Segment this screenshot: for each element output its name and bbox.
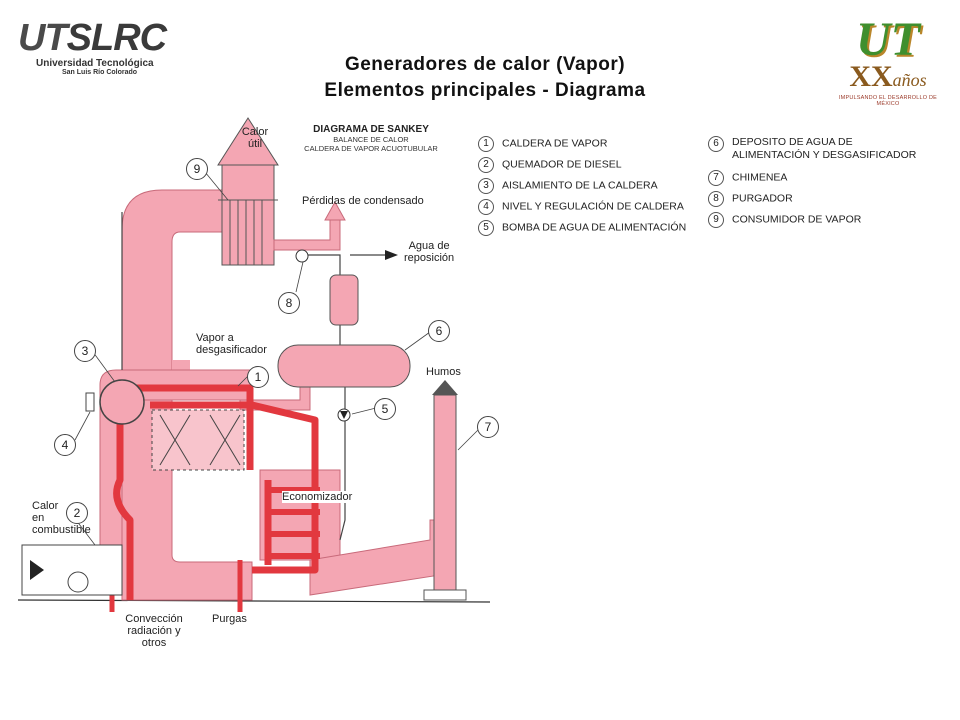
degasifier-tank xyxy=(277,344,411,388)
pump-arrow xyxy=(340,411,348,419)
callout-5: 5 xyxy=(374,398,396,420)
furnace-tube-crosses xyxy=(159,414,241,466)
boiler-drum xyxy=(99,379,145,425)
sankey-sub-1: BALANCE DE CALOR xyxy=(333,135,409,144)
utslrc-logo-university: Universidad Tecnológica xyxy=(36,58,154,69)
xx-anos-row: XXaños xyxy=(849,60,927,93)
sankey-sub-2: CALDERA DE VAPOR ACUOTUBULAR xyxy=(304,144,438,153)
makeup-water-arrow xyxy=(385,250,398,260)
furnace-tube-bank xyxy=(151,409,245,471)
label-calor-util: Calor útil xyxy=(241,126,269,150)
useful-heat-column xyxy=(221,164,275,266)
callout-2: 2 xyxy=(66,502,88,524)
label-perdidas-condensado: Pérdidas de condensado xyxy=(302,195,424,207)
ut-xx-anos-logo: UT XXaños IMPULSANDO EL DESARROLLO DE MÉ… xyxy=(828,16,948,108)
callout-9: 9 xyxy=(186,158,208,180)
callout-4: 4 xyxy=(54,434,76,456)
ut-logo-mark: UT xyxy=(856,13,920,66)
fuel-inlet-arrow xyxy=(30,560,44,580)
label-humos: Humos xyxy=(426,366,461,378)
callout-7: 7 xyxy=(477,416,499,438)
label-conveccion: Convección radiación y otros xyxy=(125,613,183,649)
condensate-loss-arrow xyxy=(324,200,346,221)
chimney-base xyxy=(423,589,467,601)
sankey-header: DIAGRAMA DE SANKEY BALANCE DE CALOR CALD… xyxy=(298,124,444,153)
humos-arrow xyxy=(432,380,458,395)
steam-trap xyxy=(295,249,309,263)
title-line-2: Elementos principales - Diagrama xyxy=(324,80,646,101)
chimney xyxy=(433,394,457,591)
level-regulator-box xyxy=(85,392,95,412)
page-title: Generadores de calor (Vapor) Elementos p… xyxy=(250,52,720,104)
sankey-heading: DIAGRAMA DE SANKEY xyxy=(313,124,429,135)
label-calor-combustible: Calor en combustible xyxy=(32,500,91,536)
condensate-loss-flow xyxy=(273,219,341,251)
steam-to-degasifier-flow xyxy=(172,360,190,372)
utslrc-logo: UTSLRC Universidad Tecnológica San Luis … xyxy=(18,18,208,88)
label-purgas: Purgas xyxy=(212,613,247,625)
economizer-coils xyxy=(268,487,320,559)
callout-1: 1 xyxy=(247,366,269,388)
burner-fan xyxy=(67,571,89,593)
callout-6: 6 xyxy=(428,320,450,342)
callout-3: 3 xyxy=(74,340,96,362)
makeup-water-tank xyxy=(329,274,359,326)
title-line-1: Generadores de calor (Vapor) xyxy=(344,54,626,75)
utslrc-logo-campus: San Luis Río Colorado xyxy=(62,69,138,76)
label-economizador: Economizador xyxy=(282,491,353,503)
utslrc-logo-mark: UTSLRC xyxy=(18,17,167,59)
callout-leaders xyxy=(74,171,479,546)
main-heat-flow-band xyxy=(121,189,253,601)
logo-tagline: IMPULSANDO EL DESARROLLO DE MÉXICO xyxy=(838,95,938,107)
label-vapor-desgasificador: Vapor a desgasificador xyxy=(196,332,267,356)
label-agua-reposicion: Agua de reposición xyxy=(404,240,455,264)
ground-line xyxy=(17,599,491,603)
consumer-exchanger-lines xyxy=(218,199,278,265)
callout-8: 8 xyxy=(278,292,300,314)
useful-heat-arrow xyxy=(217,117,279,166)
